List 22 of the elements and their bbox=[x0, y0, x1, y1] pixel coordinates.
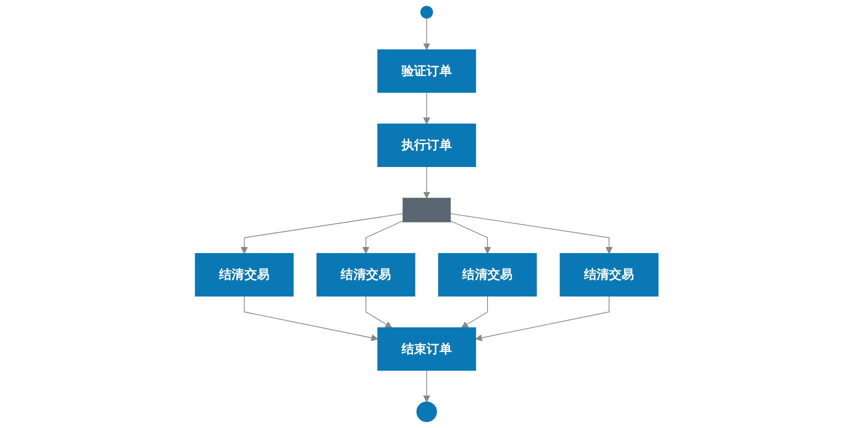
arrow bbox=[450, 213, 612, 254]
arrow bbox=[244, 296, 378, 342]
node-box: 执行订单 bbox=[377, 124, 476, 168]
node-circle bbox=[420, 6, 433, 19]
node-circle bbox=[416, 402, 437, 422]
arrow bbox=[423, 18, 430, 50]
node-box: 结清交易 bbox=[438, 253, 537, 296]
arrow bbox=[365, 296, 392, 328]
node-box: 结清交易 bbox=[194, 253, 294, 296]
node-box: 结清交易 bbox=[316, 253, 416, 296]
node-box: 验证订单 bbox=[377, 49, 476, 93]
arrow bbox=[423, 166, 430, 199]
arrow bbox=[423, 370, 430, 402]
arrow bbox=[475, 296, 610, 342]
node-box: 结清交易 bbox=[560, 253, 658, 296]
node-box: 结束订单 bbox=[377, 327, 476, 371]
arrow bbox=[240, 213, 404, 254]
arrow bbox=[423, 92, 430, 124]
arrow bbox=[450, 220, 491, 254]
arrow bbox=[362, 220, 404, 254]
node-bar bbox=[402, 198, 451, 222]
arrow bbox=[461, 296, 488, 328]
